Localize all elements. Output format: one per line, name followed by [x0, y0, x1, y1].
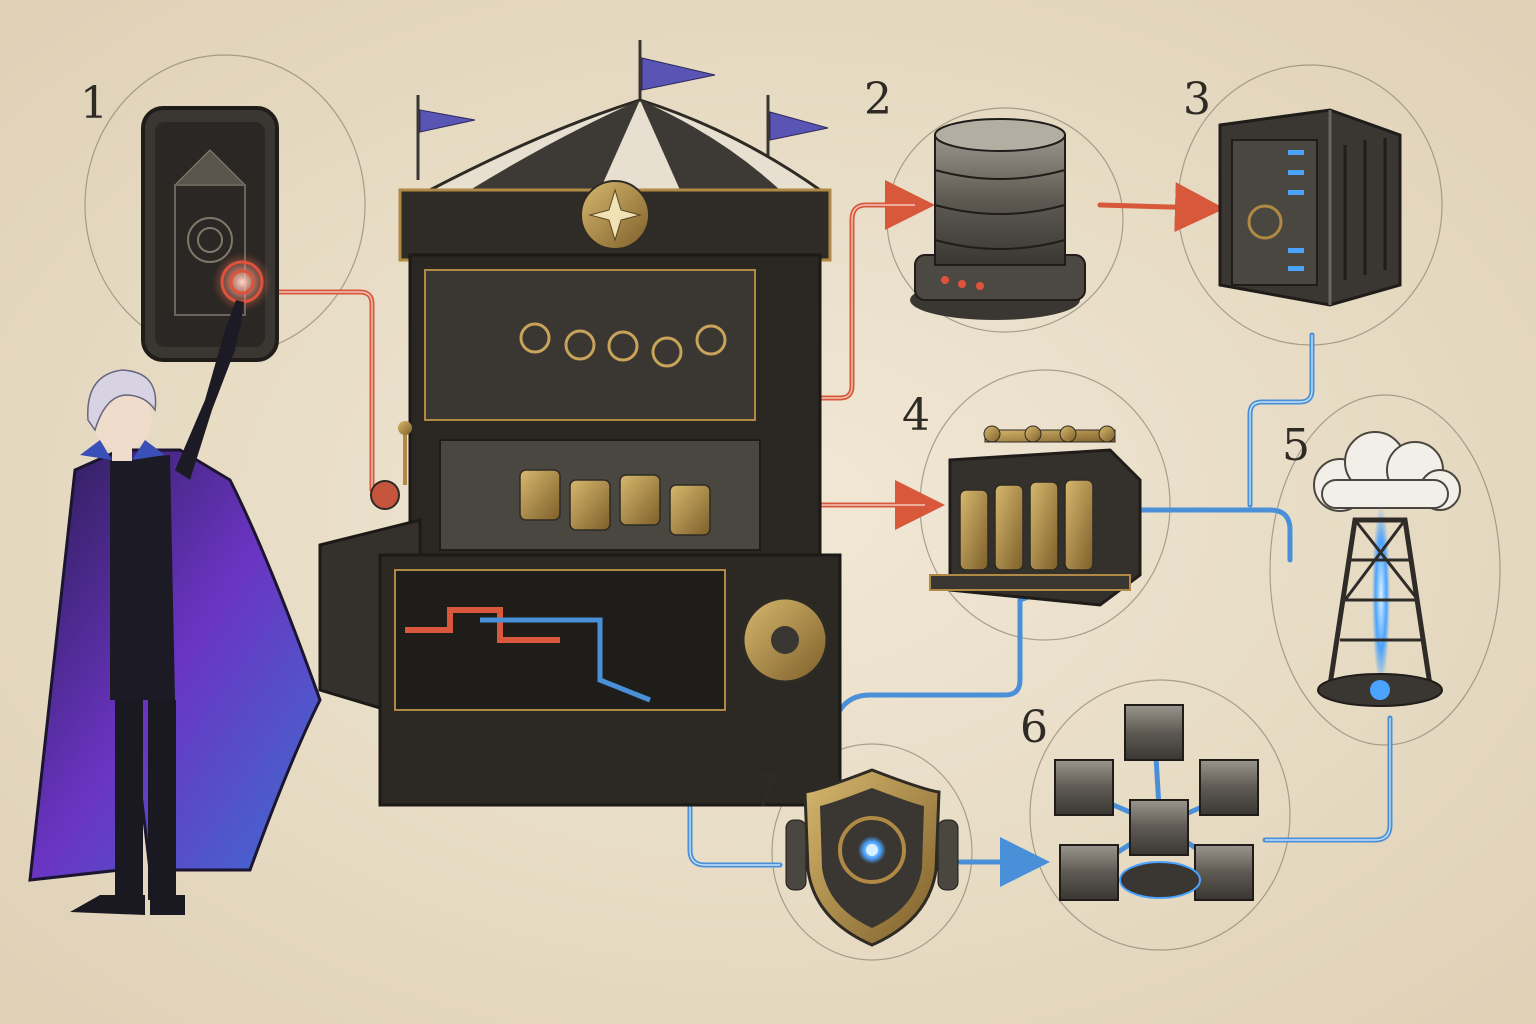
carnival-gear-machine-icon	[318, 40, 842, 807]
step-4-label: 4	[902, 390, 930, 441]
processing-engine-icon	[929, 425, 1142, 607]
distributed-cube-network-icon	[1054, 704, 1259, 901]
step-2-label: 2	[864, 74, 892, 125]
step-3-label: 3	[1183, 74, 1211, 125]
step-1-label: 1	[80, 78, 108, 129]
step-6-label: 6	[1020, 702, 1048, 753]
database-cylinder-icon	[910, 118, 1086, 320]
smartphone-tap-icon	[141, 106, 279, 362]
step-7-label: 7	[752, 766, 780, 817]
cloud-tower-icon	[1313, 431, 1461, 707]
magician-character-illustration	[28, 300, 322, 915]
step-5-label: 5	[1282, 420, 1310, 471]
server-rack-icon	[1218, 108, 1402, 307]
security-shield-icon	[785, 768, 959, 947]
